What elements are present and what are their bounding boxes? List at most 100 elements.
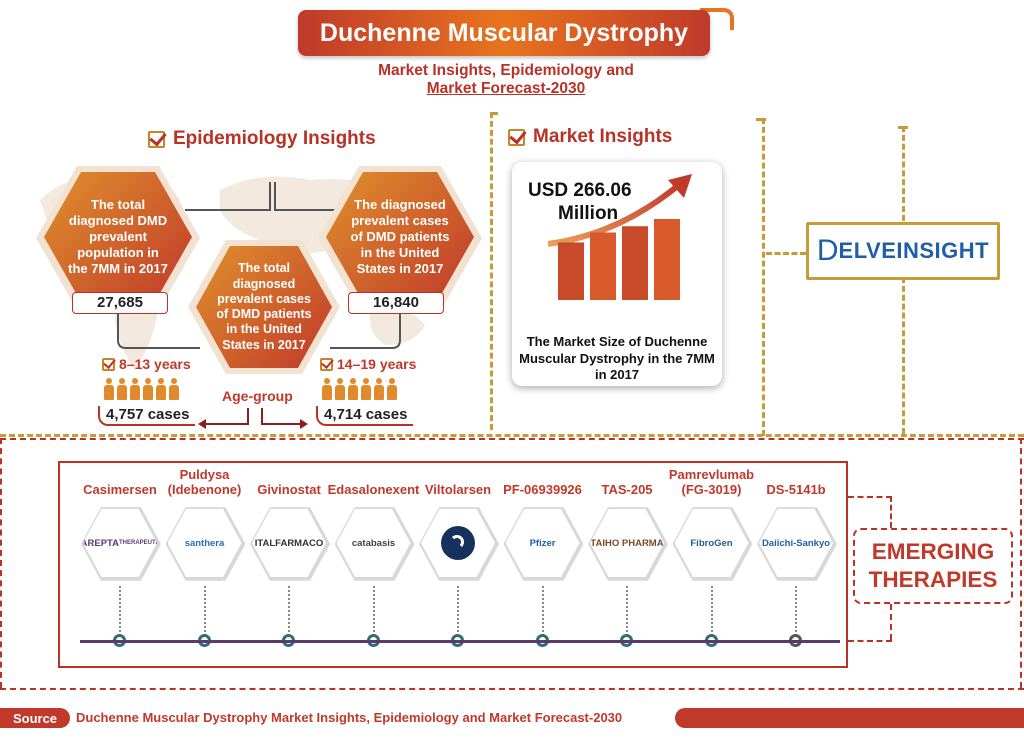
age-label-right: 14–19 years [320,356,416,372]
therapies-right-border [1020,438,1022,688]
therapy-name: Pamrevlumab (FG-3019) [668,466,755,498]
market-value-amount: USD 266.06 [528,180,632,201]
therapy-name: Viltolarsen [424,482,492,498]
therapy-name: DS-5141b [766,482,826,498]
checkbox-icon [320,357,333,371]
emerging-connector-bottom-v [890,604,892,640]
therapies-left-border [0,438,2,688]
timeline-connector [119,586,121,636]
age-label-left: 8–13 years [102,356,191,372]
checkbox-icon [508,128,525,146]
cases-left: 4,757 cases [98,406,196,426]
company-name: Daiichi-Sankyo [761,537,831,549]
emerging-connector-bottom [848,640,892,642]
person-icon [104,378,114,400]
cases-right: 4,714 cases [316,406,414,426]
value-us-diagnosed-cases: 16,840 [348,292,444,314]
timeline-connector [541,586,544,636]
timeline-connector [457,586,459,636]
market-bar [590,232,616,300]
subtitle-line-1: Market Insights, Epidemiology and [378,62,634,79]
person-icon [335,378,345,400]
company-name: SAREPTA [74,537,120,549]
timeline-connector [288,586,290,636]
people-icons-left [104,378,179,400]
person-icon [348,378,358,400]
therapies-timeline [80,640,840,643]
subtitle-line-2: Market Forecast-2030 [426,80,586,97]
age-group-arrows [198,408,308,429]
divider-tick-3 [898,126,908,129]
company-name: catabasis [351,537,396,549]
logo-initial: D [816,234,839,267]
company-name: Pfizer [529,537,556,549]
timeline-connector [795,586,797,636]
timeline-connector [203,586,206,636]
therapy-item: Pamrevlumab (FG-3019) FibroGen [662,462,762,662]
market-heading-text: Market Insights [533,126,673,147]
company-emblem-icon [441,526,475,560]
arrow-left-icon [198,419,206,429]
therapy-name: Casimersen [83,482,157,498]
age-right-text: 14–19 years [337,356,417,372]
person-icon [156,378,166,400]
company-name: santhera [184,537,225,549]
market-bar [654,219,680,300]
logo-connector [766,252,806,255]
footer-bar [675,708,1024,728]
page-title: Duchenne Muscular Dystrophy [298,10,710,56]
emerging-line-1: EMERGING [871,538,995,564]
therapies-top-border [0,438,1024,440]
therapy-name: TAS-205 [601,482,653,498]
company-name: ITALFARMACO [254,537,324,549]
source-text: Duchenne Muscular Dystrophy Market Insig… [76,710,623,725]
arrow-right-icon [300,419,308,429]
emerging-connector-top-v [890,496,892,528]
market-card [512,162,722,386]
person-icon [322,378,332,400]
market-bar [558,242,584,300]
checkbox-icon [102,357,115,371]
value-7mm-population: 27,685 [72,292,168,314]
people-icons-right [322,378,397,400]
epidemiology-connectors [117,182,401,349]
person-icon [130,378,140,400]
company-name: FibroGen [690,537,733,549]
person-icon [387,378,397,400]
therapy-item: Puldysa (Idebenone)santhera [155,462,255,662]
therapy-item: Edasalonexent catabasis [324,462,424,662]
arrow-head-icon [668,174,692,198]
delveinsight-logo: D ELVEINSIGHT [806,222,1000,280]
emerging-therapies-box: EMERGING THERAPIES [853,528,1013,604]
divider-vertical-3 [902,126,905,434]
logo-text: ELVEINSIGHT [838,238,990,263]
timeline-connector [372,586,375,636]
therapies-frame [58,461,848,668]
timeline-connector [626,586,628,636]
person-icon [169,378,179,400]
epidemiology-heading: Epidemiology Insights [148,128,376,150]
checkbox-icon [148,130,165,148]
divider-horizontal [0,434,1024,437]
emerging-connector-top [848,496,892,498]
person-icon [374,378,384,400]
therapies-bottom-border [0,688,1024,690]
market-caption: The Market Size of Duchenne Muscular Dys… [519,334,715,383]
divider-tick-1 [490,112,498,115]
person-icon [143,378,153,400]
epidemiology-heading-text: Epidemiology Insights [173,128,376,149]
growth-arrow-icon [547,181,682,247]
divider-tick-2 [756,118,766,121]
market-bar [622,226,648,300]
therapy-name: Givinostat [257,482,321,498]
therapy-item: Viltolarsen [408,462,508,662]
title-ribbon-curl [700,8,734,30]
market-value: USD 266.06 Million [528,180,632,226]
therapy-name: Edasalonexent [327,482,420,498]
market-value-unit: Million [558,202,619,224]
